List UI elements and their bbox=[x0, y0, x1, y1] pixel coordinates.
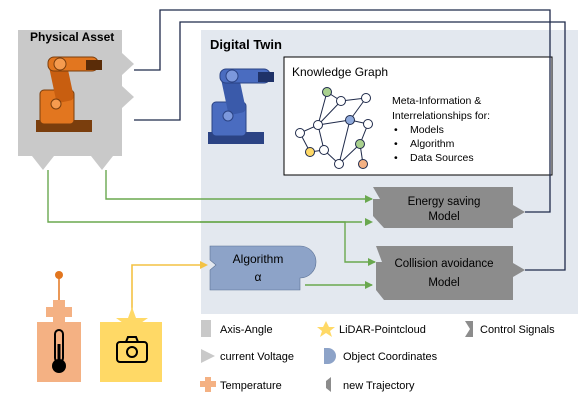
control-signal-lines bbox=[134, 9, 566, 271]
algorithm-label: Algorithm bbox=[233, 252, 284, 266]
kg-description-line: Interrelationships for: bbox=[392, 110, 490, 122]
robot-arm-icon bbox=[36, 56, 102, 132]
legend-axis-angle: Axis-Angle bbox=[220, 324, 273, 336]
knowledge-graph-nodes bbox=[295, 87, 373, 169]
graph-node bbox=[319, 145, 329, 155]
lidar-legend-icon bbox=[317, 321, 335, 337]
arrow-head bbox=[200, 261, 208, 269]
digital-twin-title: Digital Twin bbox=[210, 37, 282, 52]
legend-new-trajectory: new Trajectory bbox=[343, 380, 415, 392]
kg-bullet: • bbox=[394, 152, 398, 164]
graph-node bbox=[355, 139, 365, 149]
collision-model-label: Model bbox=[428, 277, 459, 289]
graph-node bbox=[305, 147, 315, 157]
lidar-line bbox=[131, 264, 204, 322]
graph-node bbox=[322, 87, 332, 97]
temperature-legend-icon bbox=[200, 377, 216, 392]
graph-node bbox=[361, 93, 371, 103]
control-signals-legend-icon bbox=[465, 321, 473, 337]
legend: Axis-Angle LiDAR-Pointcloud Control Sign… bbox=[200, 320, 555, 392]
legend-object-coordinates: Object Coordinates bbox=[343, 351, 438, 363]
voltage-legend-icon bbox=[201, 349, 215, 363]
physical-asset-block bbox=[18, 30, 134, 170]
legend-control-signals: Control Signals bbox=[480, 324, 555, 336]
camera-sensor bbox=[100, 307, 162, 382]
knowledge-graph-box bbox=[283, 56, 553, 176]
algorithm-block bbox=[209, 245, 317, 291]
thermometer-icon bbox=[52, 329, 66, 373]
kg-description-line: Meta-Information & bbox=[392, 95, 481, 107]
collision-model-label: Collision avoidance bbox=[394, 258, 493, 270]
graph-node bbox=[336, 96, 346, 106]
graph-node bbox=[313, 120, 323, 130]
graph-node bbox=[334, 159, 344, 169]
energy-saving-model bbox=[373, 187, 525, 228]
kg-item-models: Models bbox=[410, 124, 444, 136]
robot-arm-icon bbox=[208, 68, 274, 144]
data-flow-lines bbox=[47, 170, 375, 286]
arrow-heads bbox=[365, 195, 376, 289]
knowledge-graph-title: Knowledge Graph bbox=[292, 65, 388, 79]
trajectory-legend-icon bbox=[326, 377, 331, 392]
kg-bullet: • bbox=[394, 138, 398, 150]
graph-node bbox=[345, 115, 355, 125]
physical-asset-title: Physical Asset bbox=[30, 30, 114, 44]
legend-temperature: Temperature bbox=[220, 380, 282, 392]
graph-node bbox=[363, 119, 373, 129]
kg-item-data-sources: Data Sources bbox=[410, 152, 474, 164]
legend-lidar: LiDAR-Pointcloud bbox=[339, 324, 426, 336]
kg-bullet: • bbox=[394, 124, 398, 136]
object-coordinates-legend-icon bbox=[324, 348, 336, 364]
algorithm-symbol: α bbox=[255, 270, 262, 284]
energy-model-label: Model bbox=[428, 211, 459, 223]
graph-node bbox=[358, 159, 368, 169]
axis-angle-legend-icon bbox=[201, 320, 211, 337]
lidar-star-icon bbox=[116, 307, 148, 336]
kg-item-algorithm: Algorithm bbox=[410, 138, 455, 150]
collision-avoidance-model bbox=[376, 246, 525, 300]
camera-icon bbox=[116, 336, 148, 363]
legend-current-voltage: current Voltage bbox=[220, 351, 294, 363]
energy-model-label: Energy saving bbox=[408, 196, 481, 208]
thermometer-sensor bbox=[37, 271, 81, 382]
graph-node bbox=[295, 128, 305, 138]
